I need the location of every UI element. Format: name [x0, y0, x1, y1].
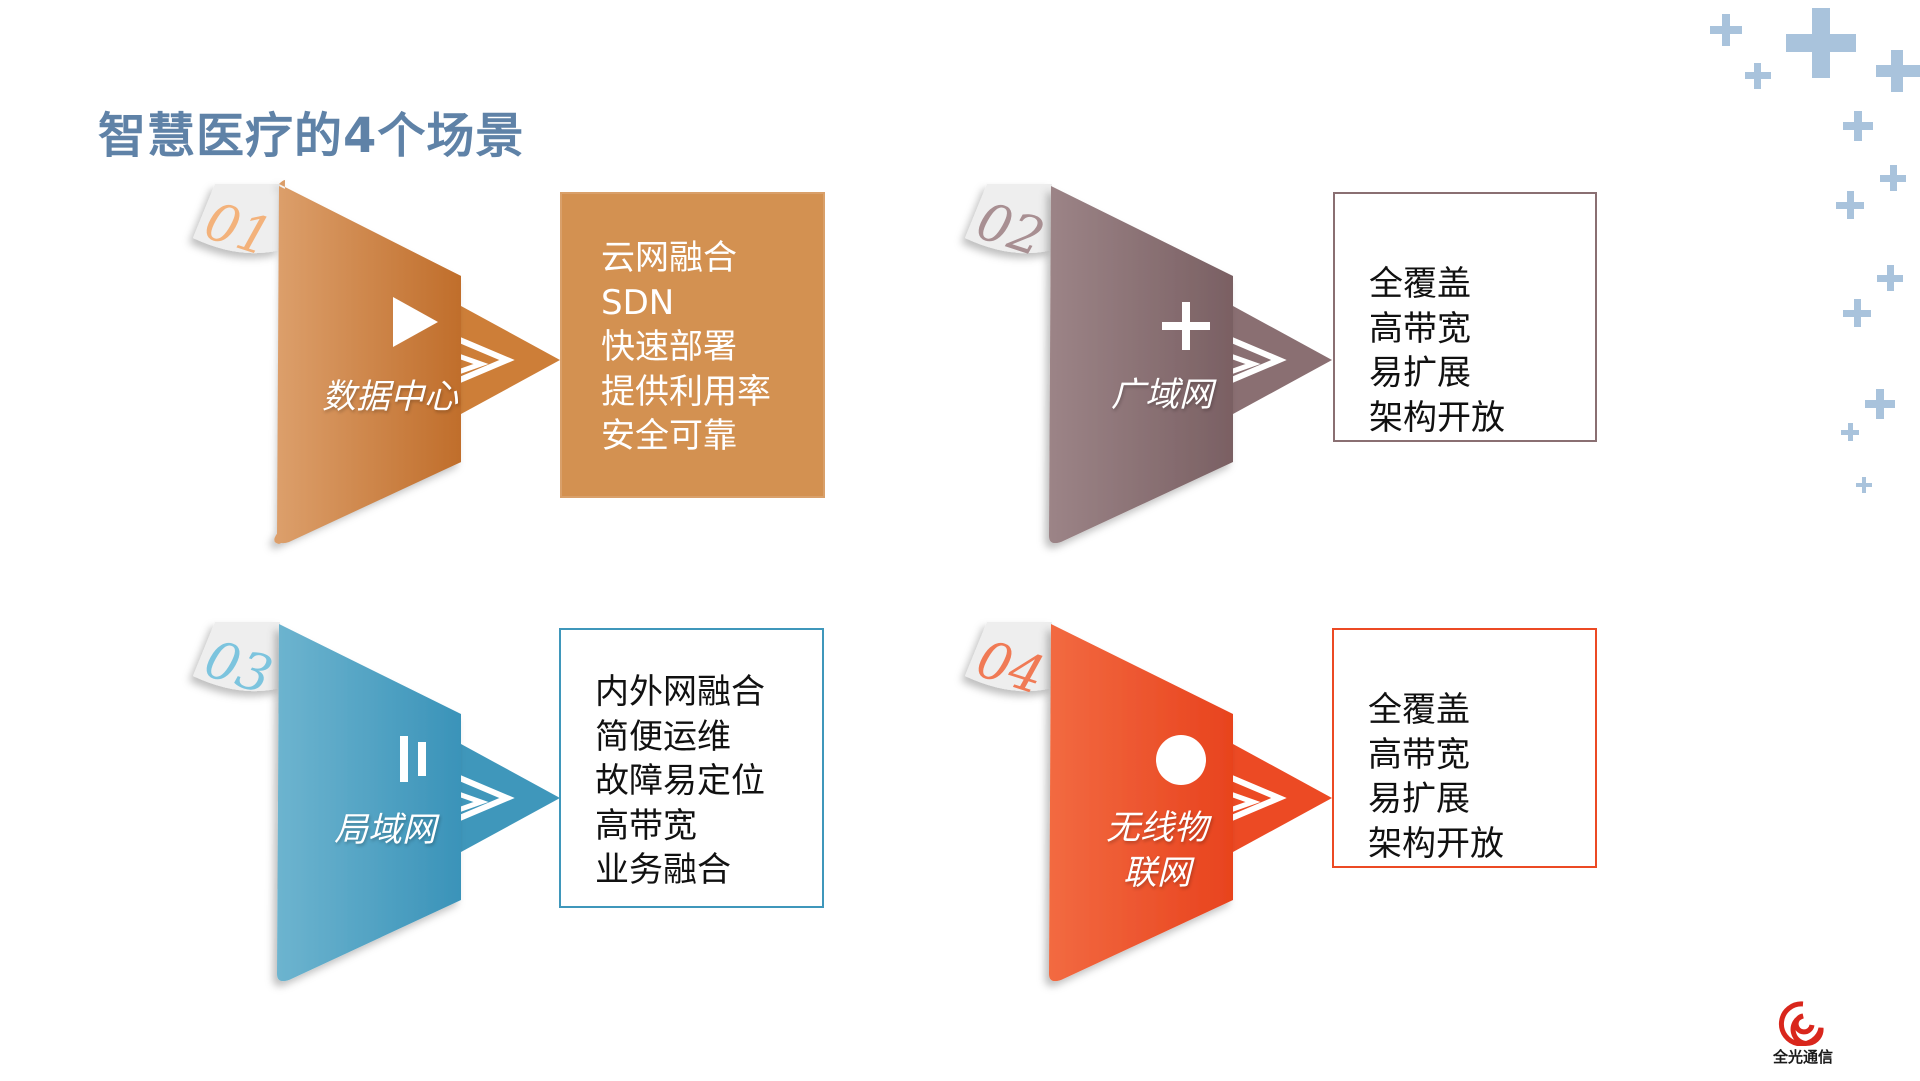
- play-icon: [393, 297, 438, 347]
- feature-item: 全覆盖: [1368, 690, 1470, 730]
- scene-1-number: 01: [197, 191, 279, 269]
- feature-item: 高带宽: [595, 805, 697, 846]
- scene-2-label: 广域网: [1111, 375, 1213, 415]
- scene-card-2: 02 广域网 全覆盖 高带宽 易扩展 架构开放: [957, 180, 1877, 560]
- feature-item: 易扩展: [1369, 353, 1471, 393]
- scene-card-4: 04 无线物 联网 全覆盖 高带宽 易扩展 架构开放: [957, 618, 1877, 998]
- feature-item: 故障易定位: [595, 761, 765, 801]
- page-title: 智慧医疗的4个场景: [98, 108, 525, 164]
- company-logo: 全光通信: [1758, 998, 1848, 1068]
- scene-3-number: 03: [197, 629, 279, 707]
- scene-4-label: 无线物 联网: [1067, 806, 1247, 896]
- scene-3-label: 局域网: [334, 810, 436, 850]
- feature-item: SDN: [601, 282, 675, 323]
- feature-item: 快速部署: [601, 327, 737, 367]
- scene-4-graphic: [965, 622, 1332, 982]
- scene-4-feature-box: 全覆盖 高带宽 易扩展 架构开放: [1332, 628, 1597, 868]
- plus-icon: [1162, 302, 1210, 350]
- feature-item: 易扩展: [1368, 779, 1470, 819]
- feature-item: 架构开放: [1369, 397, 1505, 438]
- scene-card-3: 03 局域网 内外网融合 简便运维 故障易定位 高带宽 业务融合: [185, 618, 1105, 998]
- feature-item: 安全可靠: [601, 416, 737, 456]
- feature-item: 架构开放: [1368, 823, 1504, 864]
- feature-item: 云网融合: [601, 238, 737, 278]
- scene-card-1: 01 数据中心 云网融合 SDN 快速部署 提供利用率 安全可靠: [185, 180, 1105, 560]
- feature-item: 高带宽: [1369, 308, 1471, 349]
- logo-text: 全光通信: [1772, 1048, 1833, 1066]
- scene-3-feature-box: 内外网融合 简便运维 故障易定位 高带宽 业务融合: [559, 628, 824, 908]
- scene-4-label-line-2: 联网: [1123, 853, 1191, 893]
- scene-1-label: 数据中心: [322, 377, 458, 417]
- scene-2-graphic: [965, 184, 1332, 544]
- feature-item: 高带宽: [1368, 734, 1470, 775]
- feature-item: 业务融合: [595, 850, 731, 890]
- scene-4-label-line-1: 无线物: [1106, 808, 1208, 848]
- scene-1-feature-box: 云网融合 SDN 快速部署 提供利用率 安全可靠: [560, 192, 825, 498]
- scene-3-graphic: [193, 622, 560, 982]
- record-icon: [1156, 735, 1206, 785]
- swirl-logo-icon: [1778, 1001, 1824, 1046]
- scene-1-graphic: [193, 180, 560, 544]
- scene-4-number: 04: [969, 629, 1051, 707]
- scene-2-number: 02: [969, 191, 1051, 269]
- scene-2-feature-box: 全覆盖 高带宽 易扩展 架构开放: [1333, 192, 1597, 442]
- feature-item: 内外网融合: [595, 672, 765, 712]
- pause-icon: [400, 736, 426, 782]
- feature-item: 提供利用率: [601, 371, 771, 412]
- feature-item: 全覆盖: [1369, 264, 1471, 304]
- feature-item: 简便运维: [595, 716, 731, 757]
